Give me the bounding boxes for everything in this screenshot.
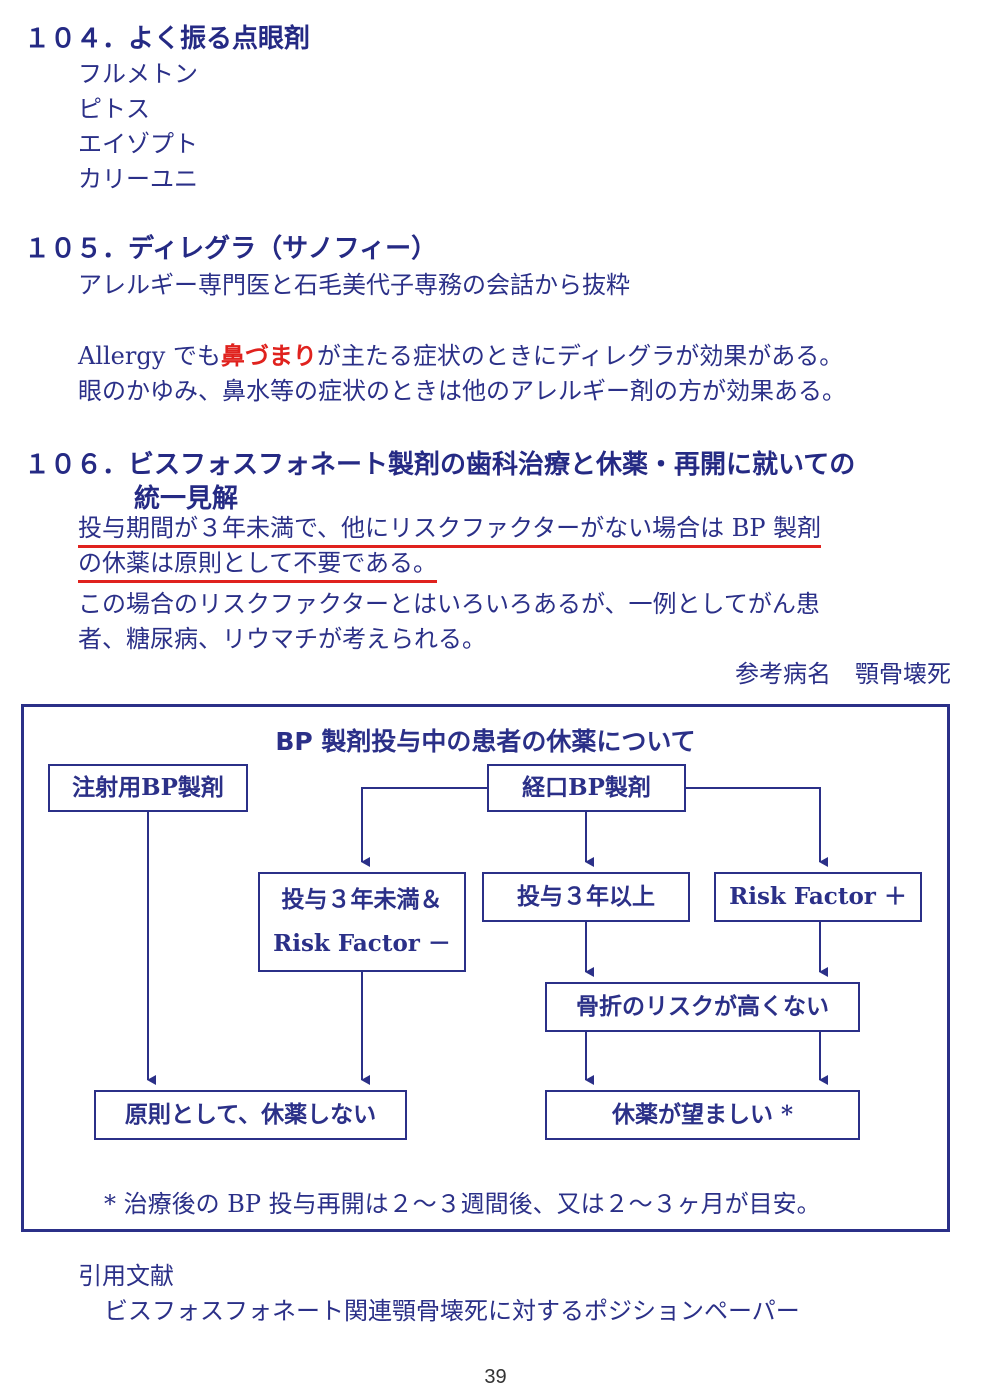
- section-106-body: この場合のリスクファクターとはいろいろあるが、一例としてがん患: [78, 590, 820, 618]
- underlined-text: 投与期間が３年未満で、他にリスクファクターがない場合は BP 製剤: [78, 512, 822, 548]
- box-drug-holiday-desirable: 休薬が望ましい *: [545, 1090, 860, 1140]
- diagram-frame: [21, 704, 950, 1232]
- section-105-line2: 眼のかゆみ、鼻水等の症状のときは他のアレルギー剤の方が効果ある。: [78, 377, 846, 405]
- section-105-line1: Allergy でも鼻づまりが主たる症状のときにディレグラが効果がある。: [78, 336, 843, 371]
- box-low-fracture-risk: 骨折のリスクが高くない: [545, 982, 860, 1032]
- section-106-heading: １０６．ビスフォスフォネート製剤の歯科治療と休薬・再開に就いての: [24, 450, 856, 480]
- box-injectable-bp: 注射用BP製剤: [48, 764, 248, 812]
- section-105-heading: １０５．ディレグラ（サノフィー）: [24, 234, 438, 264]
- box-no-drug-holiday: 原則として、休薬しない: [94, 1090, 407, 1140]
- section-106-heading-cont: 統一見解: [134, 484, 239, 514]
- section-105-intro: アレルギー専門医と石毛美代子専務の会話から抜粋: [78, 271, 630, 299]
- box-oral-bp: 経口BP製剤: [487, 764, 686, 812]
- diagram-title: BP 製剤投与中の患者の休薬について: [275, 727, 696, 756]
- highlight-text: 鼻づまり: [220, 341, 317, 370]
- page-number: 39: [484, 1366, 507, 1388]
- list-item: フルメトン: [78, 60, 198, 88]
- citation-label: 引用文献: [78, 1262, 174, 1290]
- line1-post: が主たる症状のときにディレグラが効果がある。: [316, 342, 844, 370]
- box-under-3-years-line1: 投与３年未満＆: [281, 886, 443, 913]
- list-item: ピトス: [78, 95, 150, 123]
- reference-disease: 参考病名 顎骨壊死: [735, 660, 951, 688]
- box-under-3-years: 投与３年未満＆ Risk Factor －: [258, 872, 466, 972]
- diagram-note: * 治療後の BP 投与再開は２～３週間後、又は２～３ヶ月が目安。: [104, 1190, 821, 1218]
- box-risk-factor-plus: Risk Factor ＋: [714, 872, 922, 922]
- list-item: カリーユニ: [78, 165, 198, 193]
- section-106-body: 者、糖尿病、リウマチが考えられる。: [78, 625, 486, 653]
- citation-text: ビスフォスフォネート関連顎骨壊死に対するポジションペーパー: [104, 1297, 800, 1325]
- list-item: エイゾプト: [78, 130, 198, 158]
- underlined-text: の休薬は原則として不要である。: [78, 547, 438, 583]
- box-3-years-or-more: 投与３年以上: [482, 872, 690, 922]
- line1-pre: Allergy でも: [78, 342, 221, 370]
- section-104-heading: １０４．よく振る点眼剤: [24, 24, 311, 54]
- box-under-3-years-line2: Risk Factor －: [273, 930, 451, 957]
